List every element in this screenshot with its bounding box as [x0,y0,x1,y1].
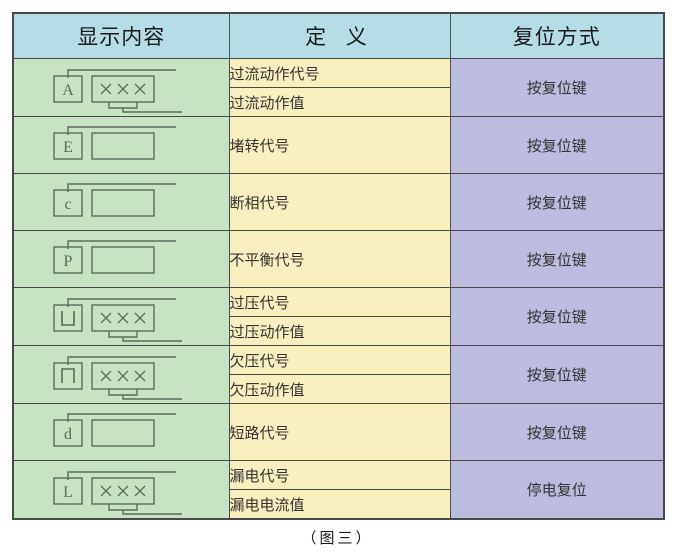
cell-definition: 漏电代号 [228,460,451,490]
lcd-icon-wrap: E [14,117,229,173]
cell-reset-method: 按复位键 [449,116,665,174]
cell-definition: 欠压动作值 [228,374,451,404]
lcd-code-L-with-xxx: L [53,470,183,515]
table-row: E 堵转代号按复位键 [12,116,665,174]
cell-display-content: P [12,230,230,288]
lcd-code-A-with-xxx: A [53,68,183,113]
cell-definition: 漏电电流值 [228,489,451,520]
svg-text:A: A [62,82,74,99]
table-row: 漏电电流值 [13,489,664,520]
cell-definition: 欠压代号 [228,345,451,375]
lcd-icon-wrap: c [14,174,229,230]
lcd-icon-wrap: d [14,404,229,460]
table-row: 欠压动作值 [13,374,664,404]
svg-text:L: L [63,484,73,501]
cell-display-content: A [12,58,230,117]
cell-definition: 短路代号 [228,403,451,461]
lcd-icon-wrap: L [14,461,229,518]
lcd-code-E-blank: E [53,126,177,160]
cell-definition: 断相代号 [228,173,451,231]
lcd-code-d-blank: d [53,413,177,447]
table-row: 欠压代号按复位键 [12,345,665,404]
header-display-content: 显示内容 [12,12,230,59]
lcd-icon-wrap [14,346,229,403]
cell-definition: 堵转代号 [228,116,451,174]
cell-reset-method: 按复位键 [449,173,665,231]
cell-reset-method: 按复位键 [449,345,665,404]
lcd-icon-wrap: A [14,59,229,116]
table-header: 显示内容 定 义 复位方式 [12,12,665,59]
lcd-code-c-blank: c [53,183,177,217]
table-row: A 过流动作代号按复位键 [12,58,665,117]
lcd-code-P-blank: P [53,240,177,274]
cell-display-content [12,345,230,404]
lcd-code-U-with-xxx [53,297,183,342]
cell-display-content: E [12,116,230,174]
cell-definition: 过流动作代号 [228,58,451,88]
lcd-icon-wrap [14,288,229,345]
cell-definition: 不平衡代号 [228,230,451,288]
cell-reset-method: 按复位键 [449,403,665,461]
header-row: 显示内容 定 义 复位方式 [12,12,665,59]
cell-display-content [12,287,230,346]
table-row: 过压动作值 [13,316,664,346]
table-row: d 短路代号按复位键 [12,403,665,461]
cell-definition: 过压代号 [228,287,451,317]
svg-text:d: d [64,426,72,443]
svg-text:P: P [64,253,73,270]
cell-reset-method: 停电复位 [449,460,665,520]
svg-text:c: c [65,196,72,213]
header-definition: 定 义 [228,12,451,59]
cell-definition: 过流动作值 [228,87,451,117]
lcd-code-n-with-xxx [53,355,183,400]
cell-reset-method: 按复位键 [449,58,665,117]
cell-display-content: c [12,173,230,231]
cell-definition: 过压动作值 [228,316,451,346]
cell-reset-method: 按复位键 [449,287,665,346]
cell-reset-method: 按复位键 [449,230,665,288]
lcd-icon-wrap: P [14,231,229,287]
header-reset-method: 复位方式 [449,12,665,59]
table-row: 过压代号按复位键 [12,287,665,346]
table-row: 过流动作值 [13,87,664,117]
svg-text:E: E [63,139,73,156]
table-row: P 不平衡代号按复位键 [12,230,665,288]
cell-display-content: d [12,403,230,461]
table-row: c 断相代号按复位键 [12,173,665,231]
cell-display-content: L [12,460,230,520]
table-row: L 漏电代号停电复位 [12,460,665,520]
figure-caption: （图三） [301,530,374,547]
